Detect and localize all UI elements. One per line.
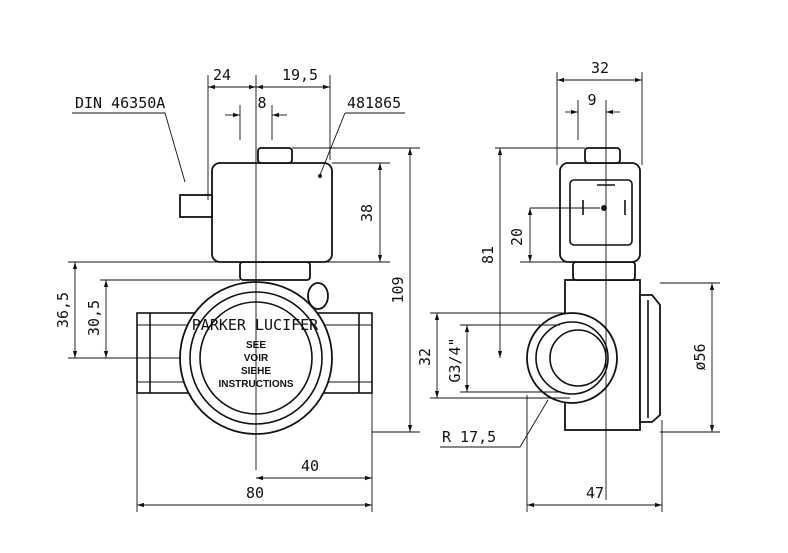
dim-24: 24 [213, 66, 231, 84]
connector-tab [179, 194, 213, 218]
coil-cap-nut-side [584, 147, 621, 164]
right-view-dimensions: 32 9 20 81 32 G3/4" ø56 R 17,5 47 [416, 59, 720, 512]
dim-20: 20 [508, 228, 526, 246]
connector-face [569, 179, 633, 246]
dim-9: 9 [587, 91, 596, 109]
connector-pin-icon [601, 205, 607, 211]
left-view-valve: PARKER LUCIFER SEE VOIR SIEHE INSTRUCTIO… [136, 147, 373, 435]
dim-32-side: 32 [416, 348, 434, 366]
dim-8: 8 [257, 94, 266, 112]
valve-flange [639, 294, 661, 423]
dim-40: 40 [301, 457, 319, 475]
dim-30-5: 30,5 [85, 300, 103, 336]
dim-80: 80 [246, 484, 264, 502]
radius-label: R 17,5 [442, 428, 496, 446]
dim-36-5: 36,5 [54, 292, 72, 328]
thread-size: G3/4" [446, 337, 464, 382]
dim-109: 109 [389, 276, 407, 303]
dim-47: 47 [586, 484, 604, 502]
left-view-dimensions: 24 19,5 8 481865 DIN 46350A 38 109 36,5 … [54, 66, 420, 512]
dim-19-5: 19,5 [282, 66, 318, 84]
coil-cap-nut [257, 147, 293, 164]
coil [211, 162, 333, 263]
dim-diameter-56: ø56 [691, 343, 709, 370]
din-standard-label: DIN 46350A [75, 94, 165, 112]
dim-38: 38 [358, 204, 376, 222]
coil-nut-side [572, 261, 636, 281]
inlet-fitting-outer [526, 312, 618, 404]
dim-81: 81 [479, 246, 497, 264]
cover-brand: PARKER LUCIFER [192, 316, 319, 334]
coil-side [559, 162, 641, 263]
dim-32-top: 32 [591, 59, 609, 77]
right-view-valve [526, 147, 661, 431]
coil-nut [239, 261, 311, 281]
part-number-label: 481865 [347, 94, 401, 112]
